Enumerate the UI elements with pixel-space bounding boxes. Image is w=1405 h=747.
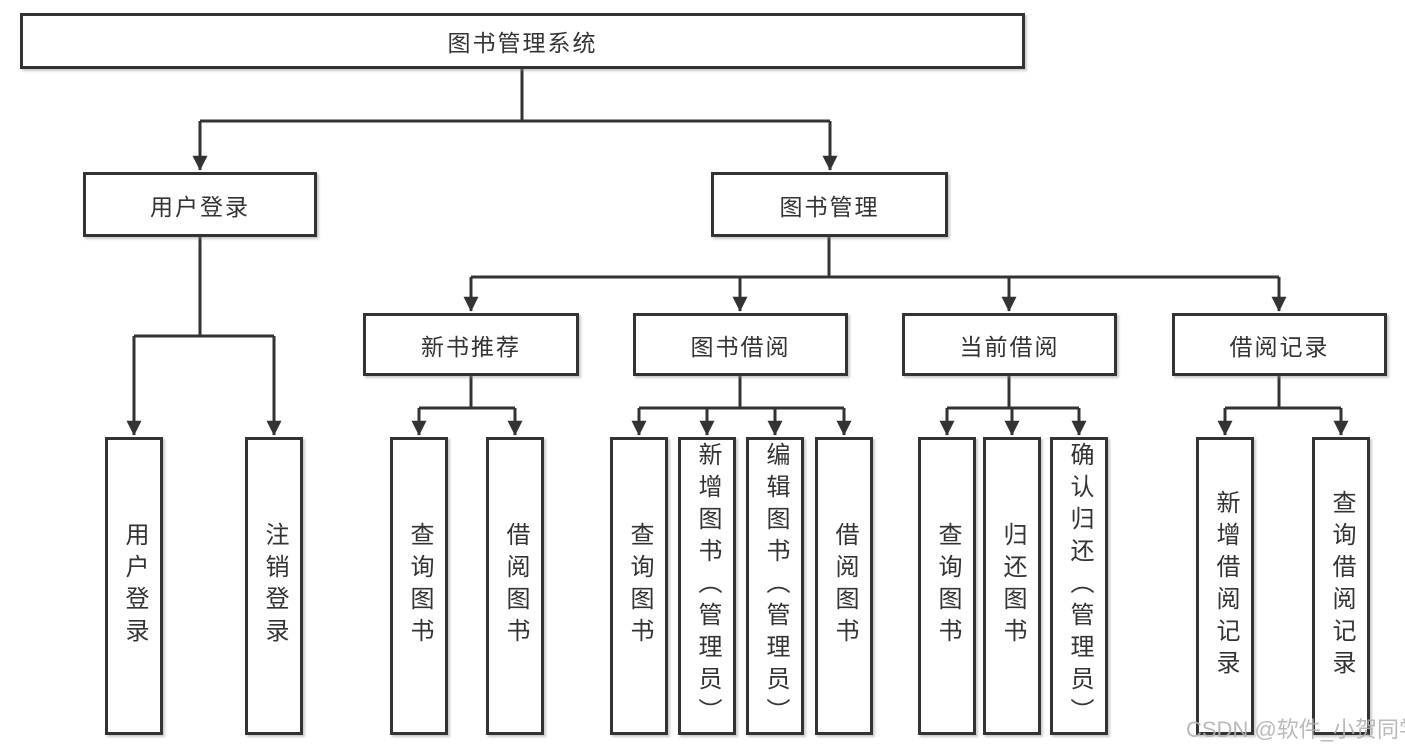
node-current-borrowing-label: 当前借阅 — [959, 333, 1060, 360]
connector-recommend-trunk — [419, 376, 515, 410]
leaf-query-books-recommend: 查询图书 — [390, 437, 448, 735]
leaf-return-book-label: 归还图书 — [999, 522, 1026, 650]
connector-root-trunk — [200, 69, 830, 123]
connector-current-trunk — [947, 376, 1079, 410]
leaf-edit-book-admin-label: 编辑图书（管理员） — [762, 442, 789, 730]
node-new-book-recommend: 新书推荐 — [363, 313, 579, 376]
leaf-add-borrow-record: 新增借阅记录 — [1196, 437, 1254, 735]
leaf-query-books-recommend-label: 查询图书 — [406, 522, 433, 650]
node-borrow-records: 借阅记录 — [1172, 313, 1387, 376]
node-library-system: 图书管理系统 — [20, 13, 1025, 69]
leaf-add-borrow-record-label: 新增借阅记录 — [1212, 490, 1239, 682]
node-book-borrowing: 图书借阅 — [633, 313, 848, 376]
leaf-add-book-admin-label: 新增图书（管理员） — [694, 442, 721, 730]
connector-records-trunk — [1225, 376, 1341, 410]
leaf-confirm-return-admin-label: 确认归还（管理员） — [1066, 442, 1093, 730]
node-user-login: 用户登录 — [83, 172, 317, 237]
leaf-confirm-return-admin: 确认归还（管理员） — [1050, 437, 1108, 735]
leaf-borrow-books-recommend-label: 借阅图书 — [502, 522, 529, 650]
leaf-logout-label: 注销登录 — [261, 522, 288, 650]
node-user-login-label: 用户登录 — [150, 193, 250, 220]
leaf-query-borrow-record: 查询借阅记录 — [1312, 437, 1370, 735]
node-new-book-recommend-label: 新书推荐 — [421, 333, 521, 360]
node-book-management: 图书管理 — [711, 172, 948, 237]
leaf-return-book: 归还图书 — [983, 437, 1041, 735]
node-borrow-records-label: 借阅记录 — [1229, 333, 1330, 360]
leaf-user-login: 用户登录 — [105, 437, 163, 735]
leaf-edit-book-admin: 编辑图书（管理员） — [746, 437, 804, 735]
node-library-system-label: 图书管理系统 — [447, 30, 598, 56]
leaf-logout: 注销登录 — [245, 437, 303, 735]
leaf-query-books-current-label: 查询图书 — [934, 522, 961, 650]
connector-borrowing-trunk — [639, 376, 844, 410]
node-book-borrowing-label: 图书借阅 — [690, 333, 791, 360]
connector-user-login-trunk — [134, 237, 274, 338]
leaf-borrow-books-borrowing: 借阅图书 — [815, 437, 873, 735]
leaf-add-book-admin: 新增图书（管理员） — [678, 437, 736, 735]
leaf-borrow-books-borrowing-label: 借阅图书 — [831, 522, 858, 650]
node-current-borrowing: 当前借阅 — [902, 313, 1117, 376]
leaf-query-books-borrowing: 查询图书 — [610, 437, 668, 735]
connector-book-management-trunk — [471, 237, 1279, 279]
csdn-watermark: CSDN @软件_小贺同学 — [1186, 717, 1405, 742]
node-book-management-label: 图书管理 — [779, 193, 880, 220]
leaf-query-books-current: 查询图书 — [918, 437, 976, 735]
leaf-user-login-label: 用户登录 — [121, 522, 148, 650]
leaf-query-borrow-record-label: 查询借阅记录 — [1328, 490, 1355, 682]
leaf-query-books-borrowing-label: 查询图书 — [626, 522, 653, 650]
leaf-borrow-books-recommend: 借阅图书 — [486, 437, 544, 735]
